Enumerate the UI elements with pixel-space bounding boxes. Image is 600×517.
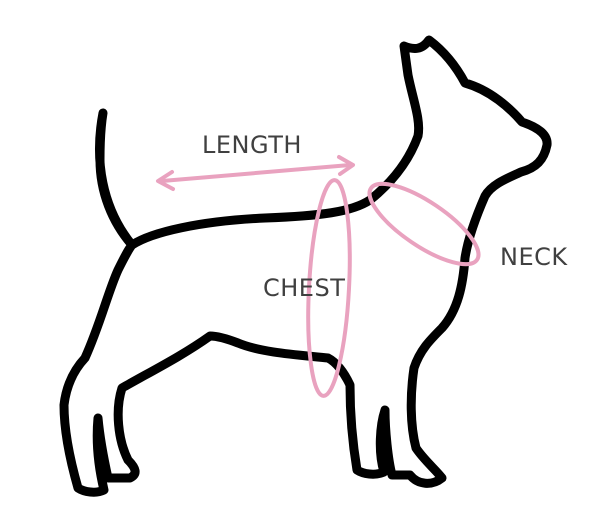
neck-loop [367, 181, 481, 267]
length-arrow-line [160, 163, 352, 183]
length-arrow-right-head [337, 155, 355, 176]
dog-body-outline [59, 35, 552, 497]
dog-outline [59, 35, 552, 497]
neck-label: NECK [500, 243, 568, 271]
chest-loop [306, 178, 352, 398]
measurement-guides [156, 155, 481, 398]
length-arrow-left-head [156, 170, 175, 191]
chest-label: CHEST [263, 274, 346, 302]
length-label: LENGTH [202, 131, 302, 159]
